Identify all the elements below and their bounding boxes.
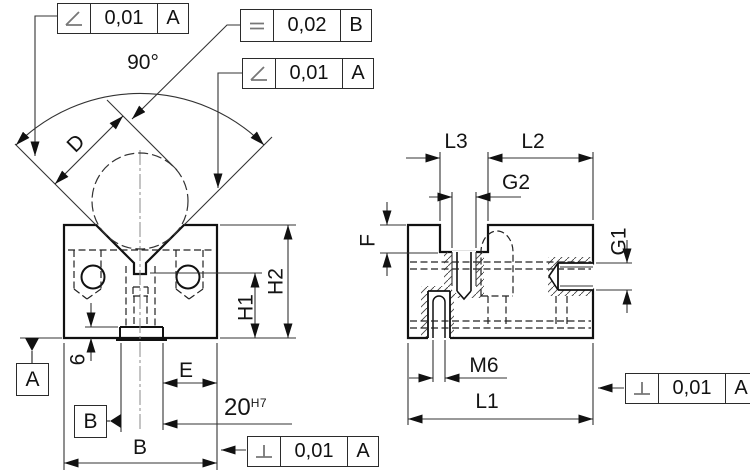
slot-20h7-label: 20H7: [224, 396, 267, 420]
side-view: [380, 152, 632, 425]
tolerance-value: 0,01: [281, 437, 348, 466]
tolerance-value: 0,01: [276, 59, 343, 88]
datum-a-label: A: [25, 367, 40, 391]
g2-label: G2: [501, 171, 530, 194]
perpendicularity-icon: [626, 374, 659, 403]
tolerance-datum: A: [166, 7, 180, 29]
slot-fit: H7: [250, 396, 268, 410]
h2-label: H2: [264, 268, 288, 295]
front-view: [14, 92, 296, 470]
tolerance-value: 0,01: [659, 374, 726, 403]
f-label: F: [356, 234, 380, 247]
l2-label: L2: [521, 130, 545, 153]
extension-lines-front: [20, 224, 296, 470]
tolerance-frame-perpendicularity-side: 0,01 A: [625, 373, 750, 404]
datum-b-label: B: [83, 409, 98, 433]
angle-dimension-arc: [15, 92, 265, 146]
d-dimension-line: [54, 115, 124, 185]
l3-label: L3: [444, 130, 468, 153]
hidden-lines-side: [410, 230, 591, 329]
bottom-screw-feature: [427, 290, 451, 338]
tolerance-datum: B: [349, 14, 363, 36]
tolerance-value: 0,01: [91, 4, 158, 33]
tolerance-datum: A: [356, 440, 370, 462]
frame-leaders: [30, 15, 624, 455]
datum-b-symbol: [106, 414, 121, 428]
dimension-lines-side: [382, 153, 632, 424]
tolerance-datum: A: [734, 377, 748, 399]
e-label: E: [178, 359, 193, 382]
tolerance-frame-parallelism: 0,02 B: [240, 9, 372, 42]
tolerance-frame-perpendicularity-front: 0,01 A: [247, 436, 379, 467]
datum-a-box: A: [16, 363, 49, 396]
tolerance-value: 0,02: [274, 10, 341, 41]
tolerance-datum: A: [351, 62, 365, 84]
l1-label: L1: [475, 390, 499, 413]
slot-value: 20: [224, 394, 251, 421]
datum-a-symbol: [25, 338, 39, 363]
dimension-lines-front: [64, 225, 293, 468]
angle-90-label: 90°: [127, 51, 159, 74]
datum-b-box: B: [74, 405, 107, 438]
m6-label: M6: [469, 354, 499, 377]
h1-label: H1: [234, 294, 258, 321]
test-cylinder: [91, 152, 189, 250]
parallelism-icon: [241, 10, 274, 41]
b-label: B: [132, 436, 147, 459]
tolerance-frame-angularity-right: 0,01 A: [242, 58, 374, 89]
angularity-icon: [58, 4, 91, 33]
perpendicularity-icon: [248, 437, 281, 466]
hidden-lines-front: [68, 249, 213, 327]
side-thread-feature: [548, 262, 593, 291]
g1-label: G1: [607, 227, 631, 256]
six-label: 6: [66, 353, 90, 366]
tolerance-frame-angularity-top: 0,01 A: [57, 3, 189, 34]
angularity-icon: [243, 59, 276, 88]
